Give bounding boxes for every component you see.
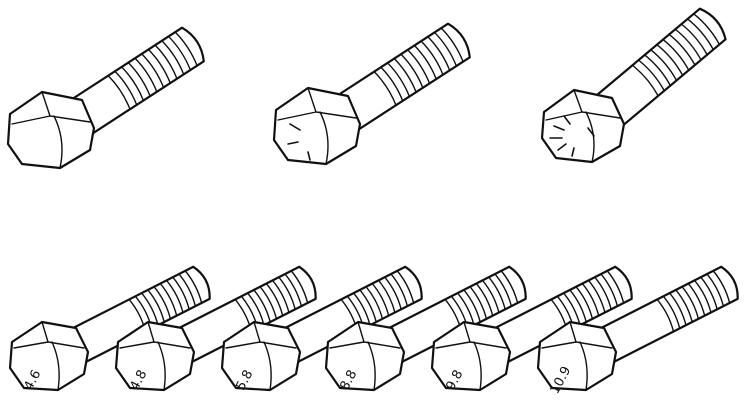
bolt-head (114, 320, 196, 392)
bolt-thread (340, 270, 415, 333)
bolt-thread (631, 13, 721, 97)
bolt-grade-4-8: 4.8 (114, 265, 317, 393)
bolt-thread (656, 270, 731, 333)
bolt-top-3 (540, 7, 727, 164)
bolt-head (272, 86, 362, 166)
bolt-thread (107, 31, 198, 110)
bolt-thread (373, 27, 464, 106)
bolt-grade-4-6: 4.6 (8, 265, 211, 393)
bolt-head (324, 320, 406, 392)
bolt-shank (593, 7, 727, 130)
bolt-grade-5-8: 5.8 (220, 265, 423, 393)
bolt-top-2 (272, 22, 471, 166)
bolt-shank (331, 22, 471, 134)
bolt-head (540, 88, 626, 164)
bolt-head (220, 320, 302, 392)
bolt-grade-8-8: 8.8 (324, 265, 527, 393)
bolt-grade-10-9: 10.9 (536, 265, 739, 397)
bolt-grade-9-8: 9.8 (430, 265, 633, 393)
bolt-thread (128, 270, 203, 333)
bolt-head (430, 320, 512, 392)
bolt-head (6, 90, 96, 170)
bolt-head (536, 320, 618, 392)
bolt-top-1 (6, 26, 205, 170)
bolt-shank (65, 26, 205, 138)
bolt-head (8, 320, 90, 392)
head-marking-three-lines (287, 123, 311, 161)
head-marking-six-lines (549, 115, 595, 157)
